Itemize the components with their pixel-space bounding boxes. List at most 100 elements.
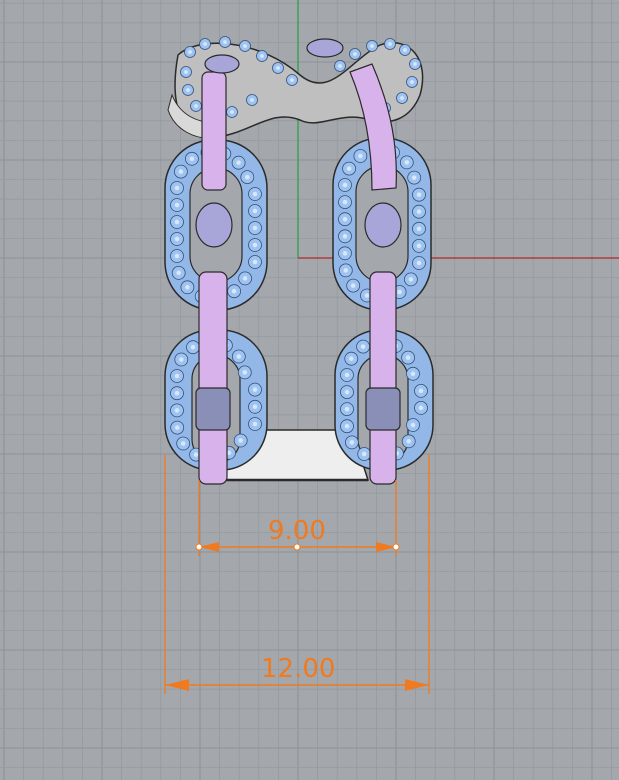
gem-highlight <box>174 202 180 208</box>
gem-highlight <box>342 251 348 256</box>
left-center-peg <box>195 202 233 248</box>
left-lower-block <box>195 387 231 431</box>
gem-highlight <box>260 54 264 58</box>
left-bottom-hinge-bar <box>198 271 228 485</box>
gem-highlight <box>406 439 411 444</box>
gem-highlight <box>410 80 414 84</box>
gem-highlight <box>416 209 422 214</box>
gem-highlight <box>410 371 416 377</box>
gem-highlight <box>416 243 422 249</box>
top-left-cap <box>204 54 240 74</box>
inner-snap-mid <box>293 543 301 551</box>
gem-highlight <box>343 268 349 273</box>
gem-highlight <box>338 64 342 68</box>
inner-width-dimension-label[interactable]: 9.00 <box>268 516 326 546</box>
gem-highlight <box>252 387 258 392</box>
gem-highlight <box>342 216 348 222</box>
gem-highlight <box>174 219 180 225</box>
gem-highlight <box>344 406 350 412</box>
outer-arrow-left <box>165 679 189 691</box>
gem-highlight <box>342 199 348 205</box>
gem-highlight <box>242 276 248 281</box>
gem-highlight <box>245 174 250 180</box>
top-center-cap <box>306 38 344 58</box>
gem-highlight <box>176 270 181 276</box>
gem-highlight <box>344 423 350 429</box>
gem-highlight <box>397 289 402 295</box>
gem-highlight <box>290 78 294 82</box>
left-top-hinge-bar <box>201 71 227 191</box>
gem-highlight <box>416 226 422 232</box>
right-top-hinge-bar <box>349 63 397 191</box>
inner-arrow-left <box>199 542 219 552</box>
gem-highlight <box>190 344 196 350</box>
gem-highlight <box>344 389 350 395</box>
gem-highlight <box>178 169 184 174</box>
gem-highlight <box>411 175 417 180</box>
gem-highlight <box>186 88 190 92</box>
gem-highlight <box>370 44 374 48</box>
gem-highlight <box>184 70 188 74</box>
right-center-peg <box>364 202 402 248</box>
gem-highlight <box>400 96 404 100</box>
gem-highlight <box>408 277 414 282</box>
gem-highlight <box>361 451 367 457</box>
gem-highlight <box>349 440 355 445</box>
gem-highlight <box>349 356 354 361</box>
gem-highlight <box>174 253 180 259</box>
gem-highlight <box>353 52 357 56</box>
outer-arrow-right <box>405 679 429 691</box>
gem-highlight <box>252 259 258 265</box>
gem-highlight <box>252 404 258 410</box>
gem-highlight <box>231 288 237 294</box>
gem-highlight <box>364 293 370 298</box>
gem-highlight <box>416 192 422 197</box>
gem-highlight <box>174 185 180 191</box>
gem-highlight <box>403 48 407 52</box>
right-bottom-hinge-bar <box>369 271 397 485</box>
gem-highlight <box>238 438 243 443</box>
gem-highlight <box>230 110 234 114</box>
gem-highlight <box>179 357 184 362</box>
gem-highlight <box>388 42 392 46</box>
gem-highlight <box>188 50 192 54</box>
gem-highlight <box>194 104 198 108</box>
gem-highlight <box>193 452 199 457</box>
gem-highlight <box>174 425 180 430</box>
gem-highlight <box>236 160 241 165</box>
gem-highlight <box>252 242 258 248</box>
gem-highlight <box>342 182 348 188</box>
gem-highlight <box>242 370 248 375</box>
gem-highlight <box>174 390 180 396</box>
gem-highlight <box>189 156 195 162</box>
outer-width-dimension-label[interactable]: 12.00 <box>261 654 336 684</box>
gem-highlight <box>174 373 180 379</box>
gem-highlight <box>346 166 352 171</box>
gem-highlight <box>405 355 411 360</box>
gem-highlight <box>252 208 258 214</box>
gem-highlight <box>223 40 227 44</box>
gem-highlight <box>276 66 280 70</box>
gem-highlight <box>344 372 350 378</box>
inner-snap-left <box>195 543 203 551</box>
gem-highlight <box>252 225 258 231</box>
gem-highlight <box>252 191 258 197</box>
gem-highlight <box>226 450 232 456</box>
chain-ring-model[interactable] <box>164 36 434 485</box>
gem-highlight <box>203 42 207 46</box>
inner-snap-right <box>392 543 400 551</box>
right-lower-block <box>365 387 401 431</box>
gem-highlight <box>342 234 348 239</box>
inner-arrow-right <box>376 542 396 552</box>
gem-highlight <box>358 153 363 159</box>
gem-highlight <box>252 421 258 427</box>
gem-highlight <box>180 441 186 446</box>
gem-highlight <box>360 344 366 349</box>
gem-highlight <box>250 98 254 102</box>
dimension-annotations <box>164 455 430 694</box>
gem-highlight <box>410 422 416 428</box>
gem-highlight <box>418 405 424 411</box>
gem-highlight <box>243 44 247 48</box>
